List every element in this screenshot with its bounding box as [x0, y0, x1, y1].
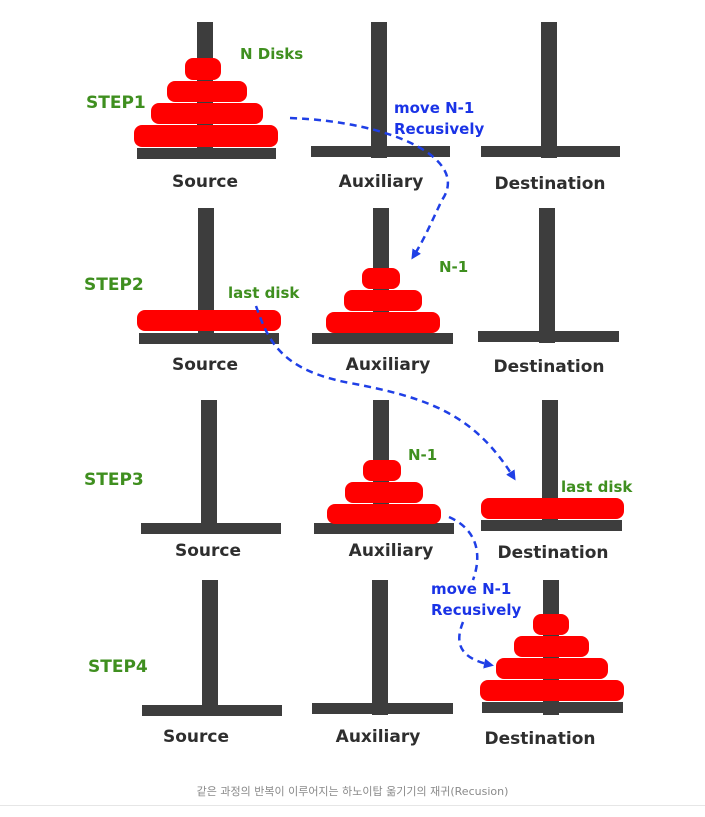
disk	[514, 636, 589, 657]
peg-label-auxiliary: Auxiliary	[346, 355, 431, 375]
peg-label-destination: Destination	[497, 543, 608, 563]
disk	[167, 81, 247, 102]
peg-destination-step4-base	[482, 702, 623, 713]
step4-row: STEP4 move N-1 Recusively Source Auxilia…	[88, 580, 624, 749]
peg-label-source: Source	[172, 172, 238, 192]
peg-auxiliary-step3-base	[314, 523, 454, 534]
disk	[363, 460, 401, 481]
peg-destination-step2-base	[478, 331, 619, 342]
peg-auxiliary-step1-pole	[371, 22, 387, 158]
disk	[362, 268, 400, 289]
peg-source-step2-base	[139, 333, 279, 344]
step2-row: STEP2 last disk N-1 Source Auxiliary Des…	[84, 208, 619, 377]
peg-label-auxiliary: Auxiliary	[339, 172, 424, 192]
disk	[345, 482, 423, 503]
disk	[327, 504, 441, 524]
arrow-step3-to-step4	[448, 515, 479, 581]
step-label: STEP1	[86, 93, 146, 113]
n-minus-1-label: N-1	[439, 258, 468, 276]
n-disks-label: N Disks	[240, 45, 303, 63]
figure-caption: 같은 과정의 반복이 이루어지는 하노이탑 옮기기의 재귀(Recusion)	[196, 785, 509, 798]
disk	[480, 680, 624, 701]
peg-source-step2-pole	[198, 208, 214, 343]
move-recursively-label-line1: move N-1	[394, 99, 474, 117]
divider	[0, 805, 705, 806]
peg-source-step3-pole	[201, 400, 217, 530]
step-label: STEP3	[84, 470, 144, 490]
last-disk-label: last disk	[228, 284, 300, 302]
peg-destination-step3-pole	[542, 400, 558, 530]
peg-destination-step3-base	[481, 520, 622, 531]
peg-destination-step1-base	[481, 146, 620, 157]
peg-label-source: Source	[175, 541, 241, 561]
arrow-step2-to-step3	[254, 305, 516, 481]
arrow-step3-to-step4-continued	[458, 621, 494, 669]
hanoi-recursion-diagram: STEP1 N Disks move N-1 Recusively Source…	[84, 22, 633, 749]
peg-source-step4-pole	[202, 580, 218, 715]
disk	[326, 312, 440, 333]
peg-label-source: Source	[172, 355, 238, 375]
move-recursively-label-line2: Recusively	[431, 601, 521, 619]
peg-auxiliary-step1-base	[311, 146, 450, 157]
peg-label-destination: Destination	[494, 174, 605, 194]
peg-label-auxiliary: Auxiliary	[336, 727, 421, 747]
peg-label-destination: Destination	[484, 729, 595, 749]
disk	[344, 290, 422, 311]
peg-label-source: Source	[163, 727, 229, 747]
step-label: STEP2	[84, 275, 144, 295]
last-disk-label: last disk	[561, 478, 633, 496]
peg-destination-step2-pole	[539, 208, 555, 343]
peg-source-step3-base	[141, 523, 281, 534]
step-label: STEP4	[88, 657, 148, 677]
peg-auxiliary-step4-base	[312, 703, 453, 714]
n-minus-1-label: N-1	[408, 446, 437, 464]
disk	[185, 58, 221, 80]
disk	[137, 310, 281, 331]
peg-auxiliary-step2-base	[312, 333, 453, 344]
step3-row: STEP3 N-1 last disk Source Auxiliary Des…	[84, 400, 633, 563]
peg-destination-step1-pole	[541, 22, 557, 158]
move-recursively-label-line1: move N-1	[431, 580, 511, 598]
move-recursively-label-line2: Recusively	[394, 120, 484, 138]
step1-row: STEP1 N Disks move N-1 Recusively Source…	[86, 22, 620, 194]
disk	[533, 614, 569, 635]
disk	[134, 125, 278, 147]
disk	[496, 658, 608, 679]
move-arrows	[254, 116, 516, 669]
disk	[151, 103, 263, 124]
peg-label-auxiliary: Auxiliary	[349, 541, 434, 561]
peg-auxiliary-step4-pole	[372, 580, 388, 715]
disk	[481, 498, 624, 519]
peg-source-step4-base	[142, 705, 282, 716]
peg-label-destination: Destination	[493, 357, 604, 377]
peg-source-step1-base	[137, 148, 276, 159]
